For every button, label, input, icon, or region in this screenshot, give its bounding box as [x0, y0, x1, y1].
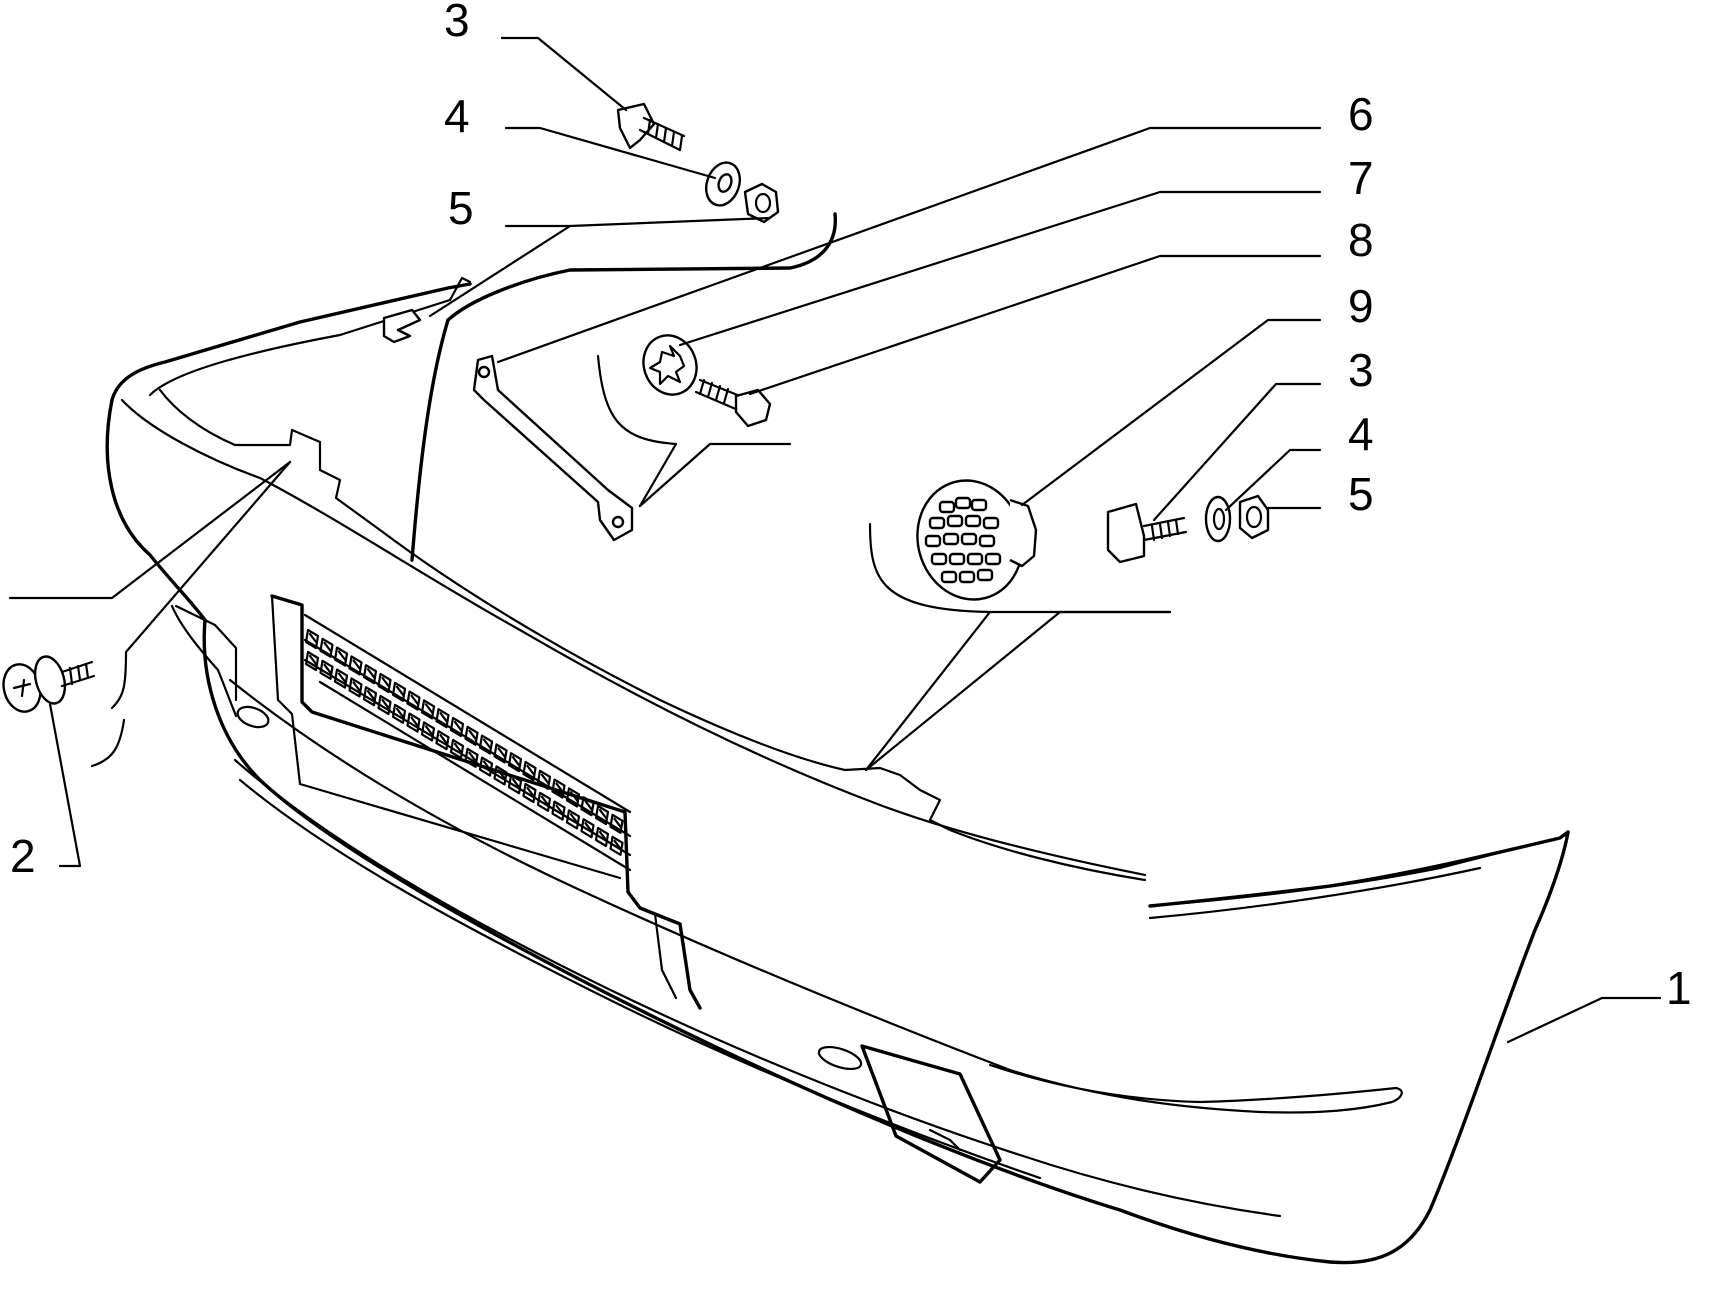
- connector-pin: [928, 516, 946, 530]
- callout-6: 6: [1348, 88, 1374, 140]
- callout-7: 7: [1348, 152, 1374, 204]
- grille-cell: [406, 712, 421, 733]
- grille-cell: [333, 668, 349, 689]
- connector-pin: [970, 498, 988, 512]
- grille-cell: [377, 694, 392, 716]
- grille-cell: [507, 752, 523, 773]
- washer-top: [704, 161, 742, 207]
- grille-cell: [522, 760, 537, 782]
- grille-cell: [536, 769, 552, 790]
- grille-cell: [420, 699, 436, 720]
- grille-cell: [348, 655, 363, 676]
- grille-cell: [464, 725, 479, 746]
- grille-cell: [406, 690, 421, 711]
- grille-cell: [580, 818, 595, 839]
- grille-cell: [536, 791, 552, 812]
- connector-pin: [930, 552, 948, 566]
- grille-cell: [449, 738, 465, 760]
- connector-pin: [958, 570, 976, 584]
- nut-top: [743, 182, 780, 224]
- grille-cell: [609, 835, 624, 856]
- leader-lines: [8, 36, 1662, 1044]
- callout-3-top: 3: [444, 0, 470, 46]
- grille-cell: [609, 813, 624, 834]
- grille-cell: [435, 730, 450, 751]
- connector-pin: [982, 516, 1000, 530]
- grille-cell: [522, 782, 537, 804]
- washer-right: [1204, 495, 1232, 543]
- callout-9: 9: [1348, 280, 1374, 332]
- connector-pin: [942, 532, 960, 546]
- grille-cell: [478, 734, 494, 755]
- electrical-connector: [916, 479, 1038, 601]
- bumper-assembly: [105, 276, 1570, 1265]
- grille-mesh: [303, 613, 632, 872]
- connector-pin: [938, 500, 956, 514]
- square-neck-bolt-right: [1106, 502, 1188, 564]
- connector-pin: [964, 514, 982, 528]
- grille-cell: [507, 774, 523, 795]
- connector-pin: [940, 570, 958, 584]
- grille-cell: [391, 681, 407, 702]
- grille-cell: [493, 765, 508, 786]
- screw-with-washer: [2, 655, 96, 713]
- car-body-outline: [446, 212, 837, 322]
- callout-3-right: 3: [1348, 344, 1374, 396]
- callout-1: 1: [1666, 962, 1692, 1014]
- grille-cell: [594, 804, 610, 826]
- grille-cell: [362, 664, 378, 685]
- grille-cell: [362, 686, 378, 707]
- grille-cell: [377, 672, 392, 694]
- grille-cell: [319, 637, 334, 658]
- connector-pin: [948, 552, 966, 566]
- connector-pin: [976, 568, 994, 582]
- car-body-edge: [410, 318, 450, 562]
- grille-cell: [333, 646, 349, 667]
- callout-2: 2: [10, 830, 36, 882]
- star-washer: [642, 334, 698, 396]
- grille-cell: [565, 809, 581, 830]
- mounting-bracket: [472, 354, 634, 542]
- grille-cell: [565, 787, 581, 808]
- grille-cell: [594, 826, 610, 848]
- callout-4-top: 4: [444, 90, 470, 142]
- hex-bolt: [694, 378, 772, 428]
- grille-cell: [551, 800, 566, 821]
- grille-cell: [580, 796, 595, 817]
- callout-labels: 3 4 5 6 7 8 9 3 4 5 2 1: [10, 0, 1692, 1014]
- grille-cell: [449, 716, 465, 738]
- connector-pin: [984, 552, 1002, 566]
- connector-pin: [946, 514, 964, 528]
- grille-cell: [493, 743, 508, 764]
- grille-cell: [348, 677, 363, 698]
- grille-cell: [391, 703, 407, 724]
- grille-cell: [420, 721, 436, 742]
- clip-nut: [382, 308, 422, 344]
- grille-cell: [304, 628, 320, 650]
- callout-4-right: 4: [1348, 408, 1374, 460]
- callout-8: 8: [1348, 214, 1374, 266]
- nut-right: [1238, 494, 1270, 540]
- grille-cell: [551, 778, 566, 799]
- connector-pin: [966, 552, 984, 566]
- callout-5-top: 5: [448, 182, 474, 234]
- connector-pin: [978, 534, 996, 548]
- grille-cell: [478, 756, 494, 777]
- grille-cell: [304, 650, 320, 672]
- connector-pin: [954, 496, 972, 510]
- connector-pin: [924, 534, 942, 548]
- connector-pin: [960, 532, 978, 546]
- grille-cell: [319, 659, 334, 680]
- square-neck-bolt-top: [616, 102, 686, 152]
- callout-5-right: 5: [1348, 468, 1374, 520]
- grille-cell: [435, 708, 450, 729]
- grille-cell: [464, 747, 479, 768]
